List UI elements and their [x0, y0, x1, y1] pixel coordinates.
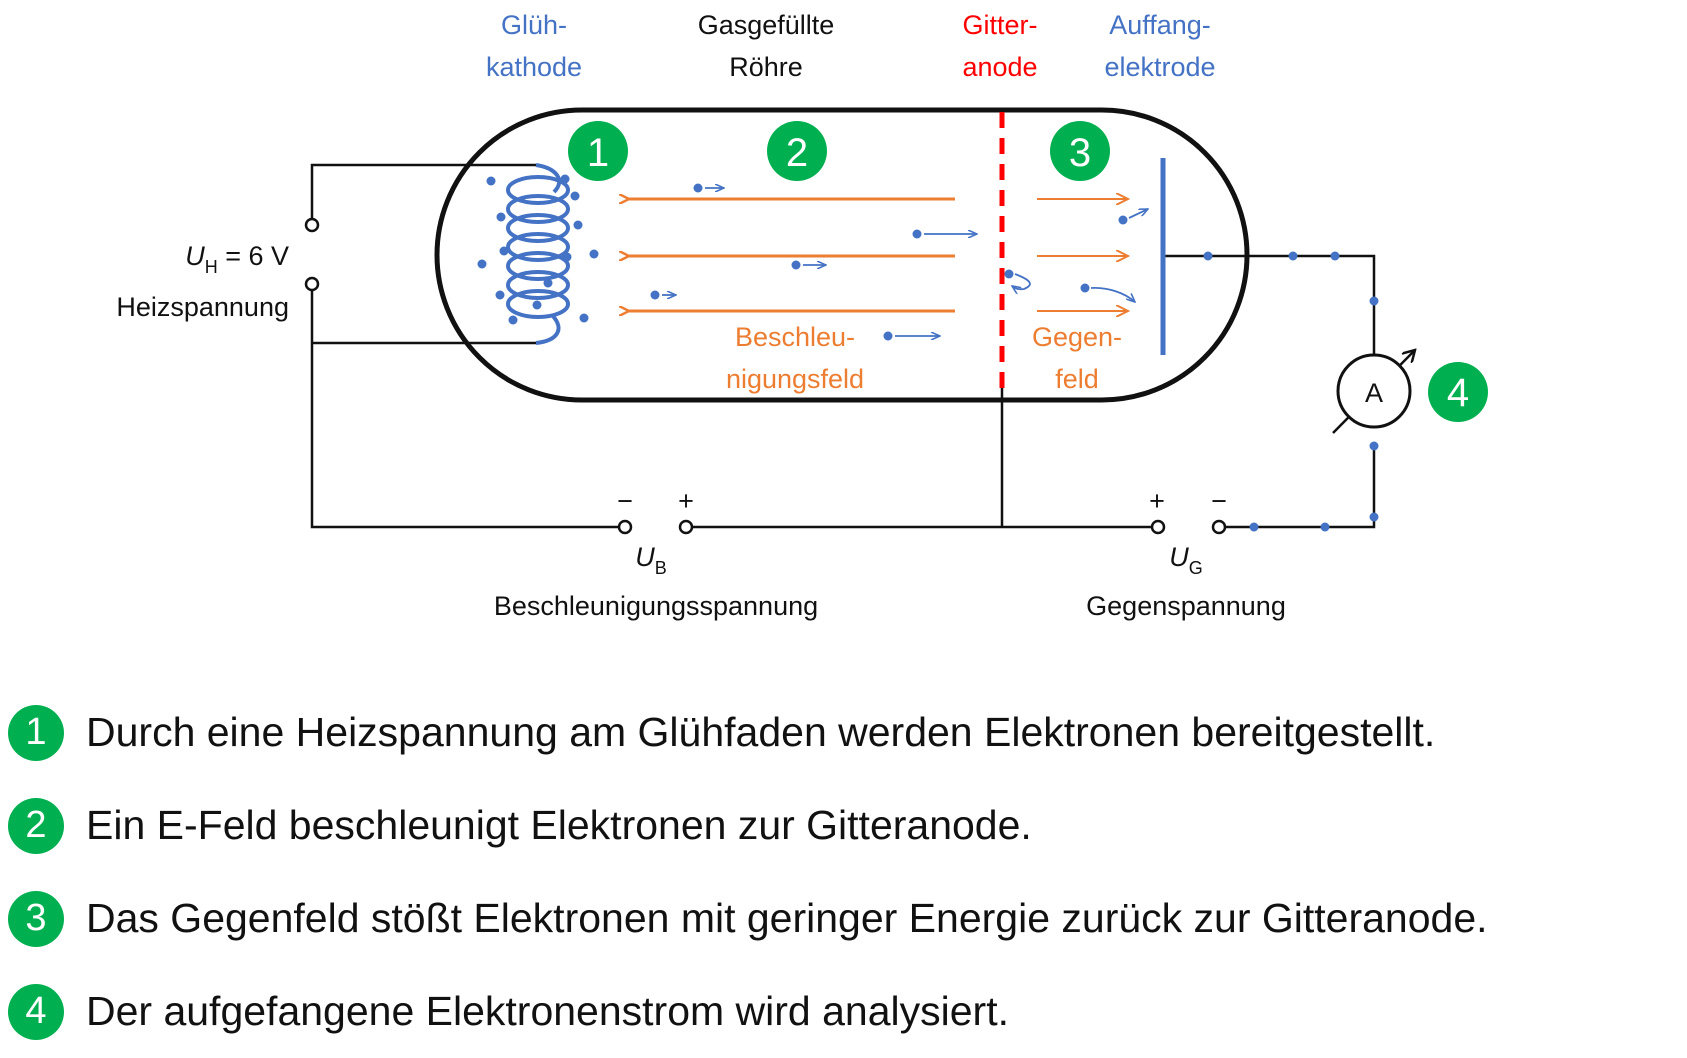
accel-terminal-minus	[617, 519, 633, 535]
cathode-electrons	[477, 174, 599, 325]
cathode-coil	[506, 163, 570, 345]
label-grid-anode-2: anode	[962, 52, 1037, 82]
label-grid-anode-1: Gitter-	[962, 10, 1037, 40]
label-accel-field-2: nigungsfeld	[726, 364, 864, 394]
legend-item-2: 2 Ein E-Feld beschleunigt Elektronen zur…	[8, 779, 1687, 872]
accel-plus-sign: +	[678, 486, 694, 516]
svg-text:1: 1	[587, 131, 609, 175]
ammeter-label: A	[1365, 378, 1383, 408]
heater-terminal-bottom	[304, 276, 320, 292]
counter-plus-sign: +	[1149, 486, 1165, 516]
legend-badge-3: 3	[8, 890, 64, 947]
moving-electrons	[650, 183, 1149, 341]
legend-item-4: 4 Der aufgefangene Elektronenstrom wird …	[8, 965, 1687, 1058]
legend-text-1: Durch eine Heizspannung am Glühfaden wer…	[86, 709, 1436, 755]
legend-badge-4: 4	[8, 983, 64, 1040]
svg-text:3: 3	[1069, 131, 1091, 175]
label-collector-1: Auffang-	[1109, 10, 1211, 40]
counter-terminal-plus	[1150, 519, 1166, 535]
label-collector-2: elektrode	[1104, 52, 1215, 82]
svg-text:4: 4	[1447, 371, 1469, 415]
legend-text-2: Ein E-Feld beschleunigt Elektronen zur G…	[86, 802, 1032, 848]
counter-minus-sign: −	[1211, 486, 1227, 516]
legend-item-3: 3 Das Gegenfeld stößt Elektronen mit ger…	[8, 872, 1687, 965]
label-accel-name: Beschleunigungsspannung	[494, 591, 818, 621]
label-heater-name: Heizspannung	[116, 292, 289, 322]
label-tube-2: Röhre	[729, 52, 803, 82]
legend-text-3: Das Gegenfeld stößt Elektronen mit gerin…	[86, 895, 1488, 941]
heater-terminal-top	[304, 217, 320, 233]
svg-text:2: 2	[786, 131, 808, 175]
label-counter-field-2: feld	[1055, 364, 1099, 394]
badge-4: 4	[1428, 362, 1488, 422]
counter-terminal-minus	[1211, 519, 1227, 535]
badge-2: 2	[767, 121, 827, 181]
legend-badge-1: 1	[8, 704, 64, 761]
label-accel-field-1: Beschleu-	[735, 322, 855, 352]
label-accel-voltage: UB	[635, 542, 667, 578]
circuit-wires	[310, 163, 1376, 529]
acceleration-field-arrows	[627, 199, 955, 311]
counter-field-arrows	[1037, 199, 1128, 311]
ammeter: A	[1332, 350, 1415, 434]
label-cathode-1: Glüh-	[501, 10, 567, 40]
label-counter-voltage: UG	[1169, 542, 1203, 578]
label-cathode-2: kathode	[486, 52, 582, 82]
label-counter-name: Gegenspannung	[1086, 591, 1286, 621]
legend-badge-2: 2	[8, 797, 64, 854]
wire-electrons	[1203, 251, 1379, 532]
label-tube-1: Gasgefüllte	[698, 10, 835, 40]
label-heater-voltage: UH = 6 V	[185, 241, 289, 277]
legend-text-4: Der aufgefangene Elektronenstrom wird an…	[86, 988, 1009, 1034]
badge-1: 1	[568, 121, 628, 181]
accel-terminal-plus	[678, 519, 694, 535]
badge-3: 3	[1050, 121, 1110, 181]
accel-minus-sign: −	[617, 486, 633, 516]
legend: 1 Durch eine Heizspannung am Glühfaden w…	[8, 686, 1687, 1058]
label-counter-field-1: Gegen-	[1032, 322, 1122, 352]
legend-item-1: 1 Durch eine Heizspannung am Glühfaden w…	[8, 686, 1687, 779]
terminals	[304, 217, 1227, 535]
franck-hertz-diagram: A 1 2 3 4 Glüh- kathode Gasgefüllte Röhr…	[116, 10, 1488, 621]
